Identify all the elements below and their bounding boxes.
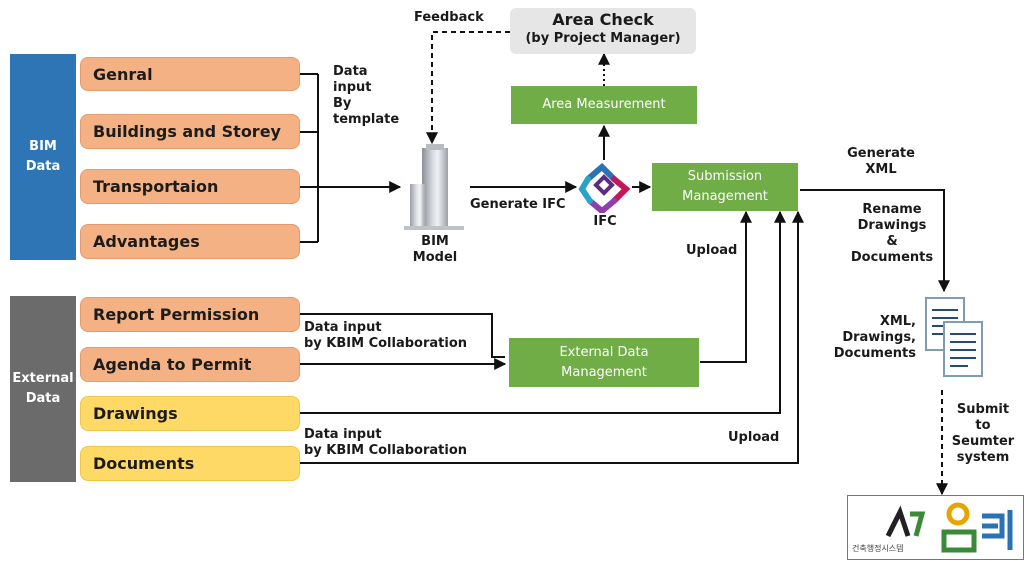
submission-management-box: Submission Management [652,163,798,211]
report-connector [300,313,505,358]
external-item-agenda-to-permit: Agenda to Permit [80,347,300,382]
submit-seumter-label: Submit to Seumter system [951,402,1015,465]
xml-drawings-documents-label: XML, Drawings, Documents [833,314,916,361]
documents-upload-arrow [300,210,804,464]
bim-item-transportation: Transportaion [80,169,300,204]
bim-model-label: BIM Model [412,234,458,265]
bim-data-category: BIM Data [10,54,76,260]
feedback-arrow [426,31,510,145]
bim-item-advantages: Advantages [80,224,300,259]
bim-item-genral: Genral [80,57,300,91]
rename-label: Rename Drawings & Documents [850,202,934,265]
external-item-report-permission: Report Permission [80,297,300,332]
ifc-logo-icon [578,163,631,213]
kbim-collaboration-label-bottom: Data input by KBIM Collaboration [304,427,468,458]
generate-xml-arrow [800,189,950,293]
documents-icon [925,297,983,377]
external-item-drawings: Drawings [80,396,300,431]
building-icon [404,144,464,230]
area-check-title: Area Check [552,10,654,29]
drawings-upload-arrow [300,210,786,414]
feedback-label: Feedback [414,10,484,25]
external-data-category: External Data [10,296,76,482]
bim-item-buildings-storey: Buildings and Storey [80,114,300,149]
data-input-template-label: Data input By template [333,64,400,127]
seumter-caption: 건축행정시스템 [852,544,904,553]
generate-xml-label: Generate XML [847,146,915,177]
kbim-collaboration-label-top: Data input by KBIM Collaboration [304,320,468,351]
external-data-management-box: External Data Management [509,338,699,387]
area-measurement-box: Area Measurement [511,86,697,124]
external-upload-arrow [700,210,752,363]
upload-label-top: Upload [686,243,738,258]
area-check-box: Area Check (by Project Manager) [510,8,696,54]
area-check-subtitle: (by Project Manager) [525,31,681,46]
external-item-documents: Documents [80,446,300,481]
generate-ifc-label: Generate IFC [470,197,566,212]
seumter-logo-icon: 건축행정시스템 [847,495,1024,560]
ifc-label: IFC [593,214,617,229]
upload-label-bottom: Upload [728,430,780,445]
